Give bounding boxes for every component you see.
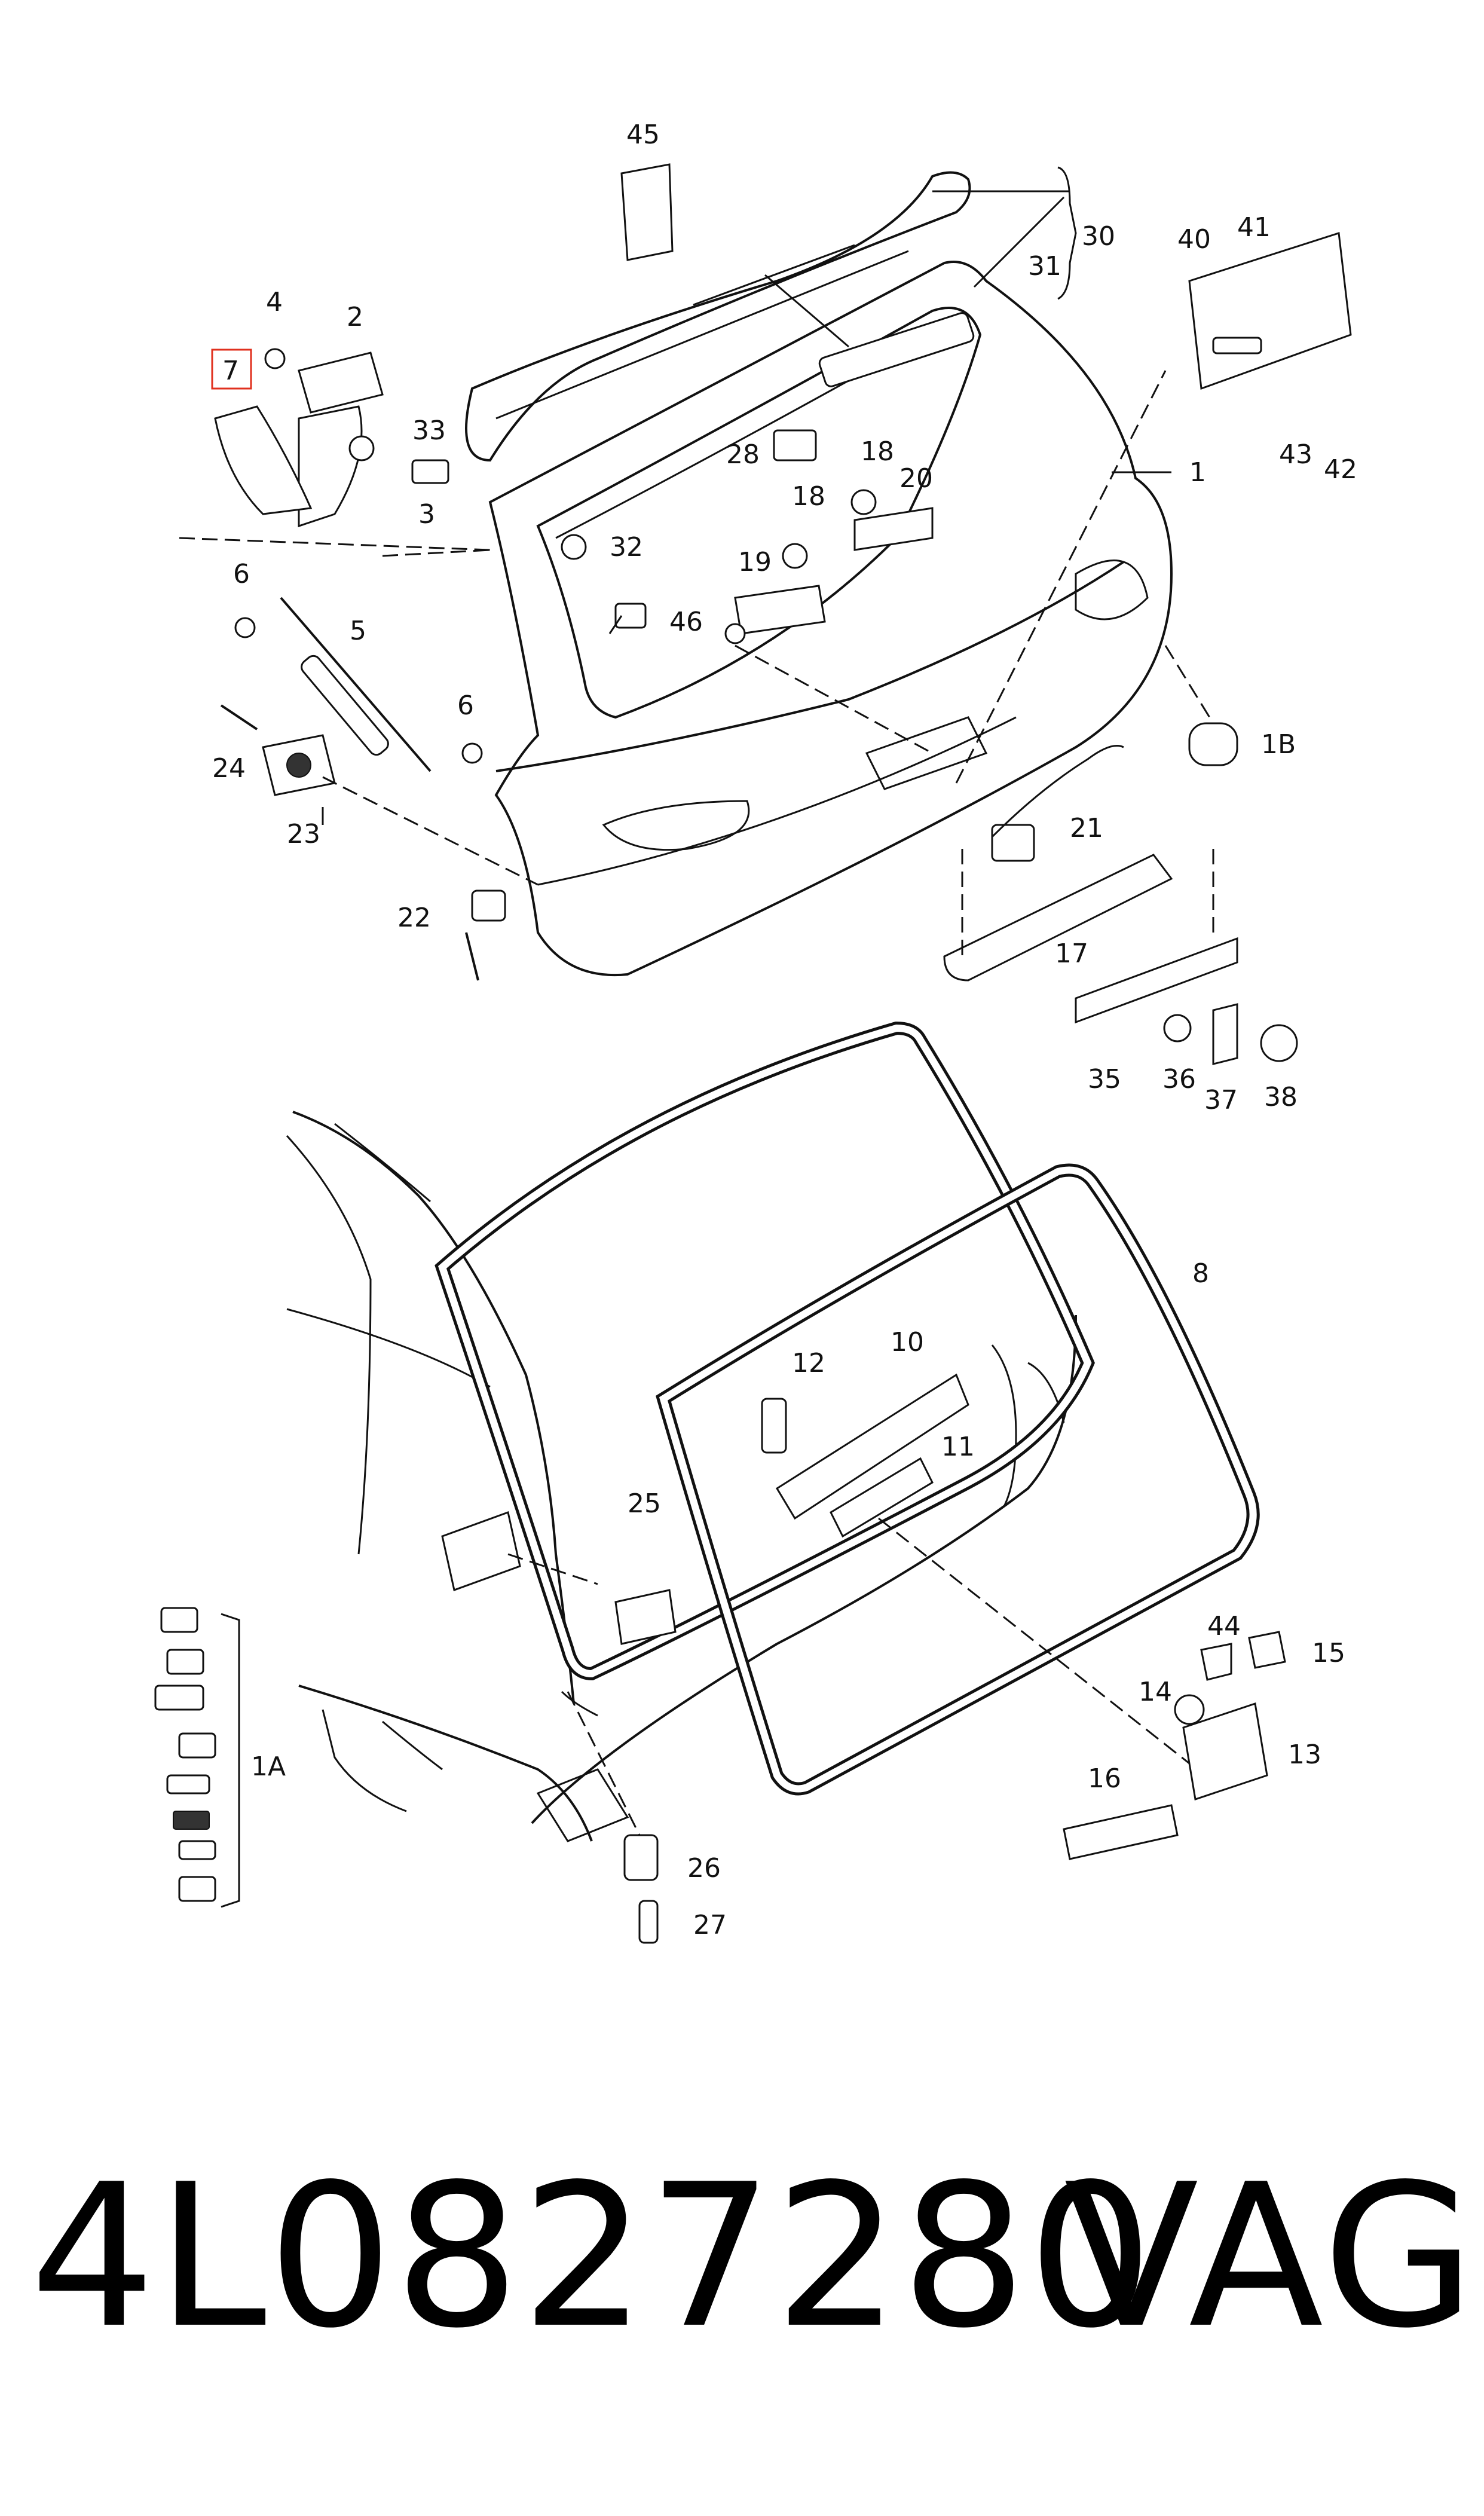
label-part-23: 23 <box>287 819 320 849</box>
label-part-38: 38 <box>1264 1082 1298 1112</box>
label-part-4: 4 <box>266 287 283 317</box>
label-part-12: 12 <box>792 1348 825 1378</box>
label-part-42: 42 <box>1324 454 1357 485</box>
label-part-6-a: 6 <box>233 559 250 589</box>
footer-brand: VAG <box>1064 2142 1478 2371</box>
label-part-43: 43 <box>1279 439 1312 470</box>
label-part-10: 10 <box>891 1327 924 1358</box>
label-part-33: 33 <box>412 415 446 446</box>
label-part-1B: 1B <box>1261 729 1296 760</box>
label-part-26: 26 <box>687 1853 721 1884</box>
label-part-44: 44 <box>1207 1611 1241 1641</box>
label-part-14: 14 <box>1139 1677 1172 1707</box>
label-part-21: 21 <box>1070 813 1103 843</box>
tailgate-assembly <box>465 171 1173 977</box>
label-part-6-b: 6 <box>457 690 474 721</box>
label-part-19: 19 <box>738 547 772 577</box>
label-part-27: 27 <box>693 1910 727 1940</box>
label-part-18-b: 18 <box>792 481 825 512</box>
label-part-16: 16 <box>1088 1763 1121 1794</box>
label-part-40: 40 <box>1177 224 1211 255</box>
label-part-7: 7 <box>222 356 239 386</box>
label-part-5: 5 <box>350 616 366 646</box>
label-part-22: 22 <box>397 903 431 933</box>
label-part-28: 28 <box>726 439 760 470</box>
label-part-2: 2 <box>347 302 363 332</box>
label-part-3: 3 <box>418 499 435 530</box>
footer-part-number: 4L0827280 <box>30 2142 1155 2371</box>
label-part-36: 36 <box>1162 1064 1196 1095</box>
label-part-25: 25 <box>628 1488 661 1519</box>
upper-small-parts <box>211 163 1352 1065</box>
label-part-35: 35 <box>1088 1064 1121 1095</box>
label-part-24: 24 <box>212 753 246 784</box>
label-part-17: 17 <box>1055 938 1088 969</box>
upper-leader-lines <box>179 166 1214 956</box>
label-part-45: 45 <box>626 120 660 150</box>
label-part-15: 15 <box>1312 1638 1345 1668</box>
label-part-32: 32 <box>610 532 643 562</box>
label-part-1A: 1A <box>251 1751 286 1782</box>
label-part-11: 11 <box>941 1432 975 1462</box>
label-part-41: 41 <box>1237 212 1271 243</box>
exploded-parts-diagram: 45 30 31 40 41 4 2 7 33 3 28 18 20 1 43 … <box>154 120 1357 1944</box>
label-part-18-a: 18 <box>861 436 894 467</box>
label-part-37: 37 <box>1204 1085 1238 1115</box>
label-part-30: 30 <box>1082 221 1115 252</box>
lower-small-parts <box>154 1373 1286 1944</box>
label-part-1: 1 <box>1189 457 1206 488</box>
label-part-46: 46 <box>669 607 703 637</box>
highlighted-part-box <box>211 348 252 390</box>
label-part-31: 31 <box>1028 251 1061 282</box>
label-part-20: 20 <box>899 463 933 494</box>
label-part-13: 13 <box>1288 1740 1321 1770</box>
part-labels: 45 30 31 40 41 4 2 7 33 3 28 18 20 1 43 … <box>212 120 1357 1940</box>
label-part-8: 8 <box>1192 1258 1209 1289</box>
door-seals <box>435 1021 1260 1796</box>
